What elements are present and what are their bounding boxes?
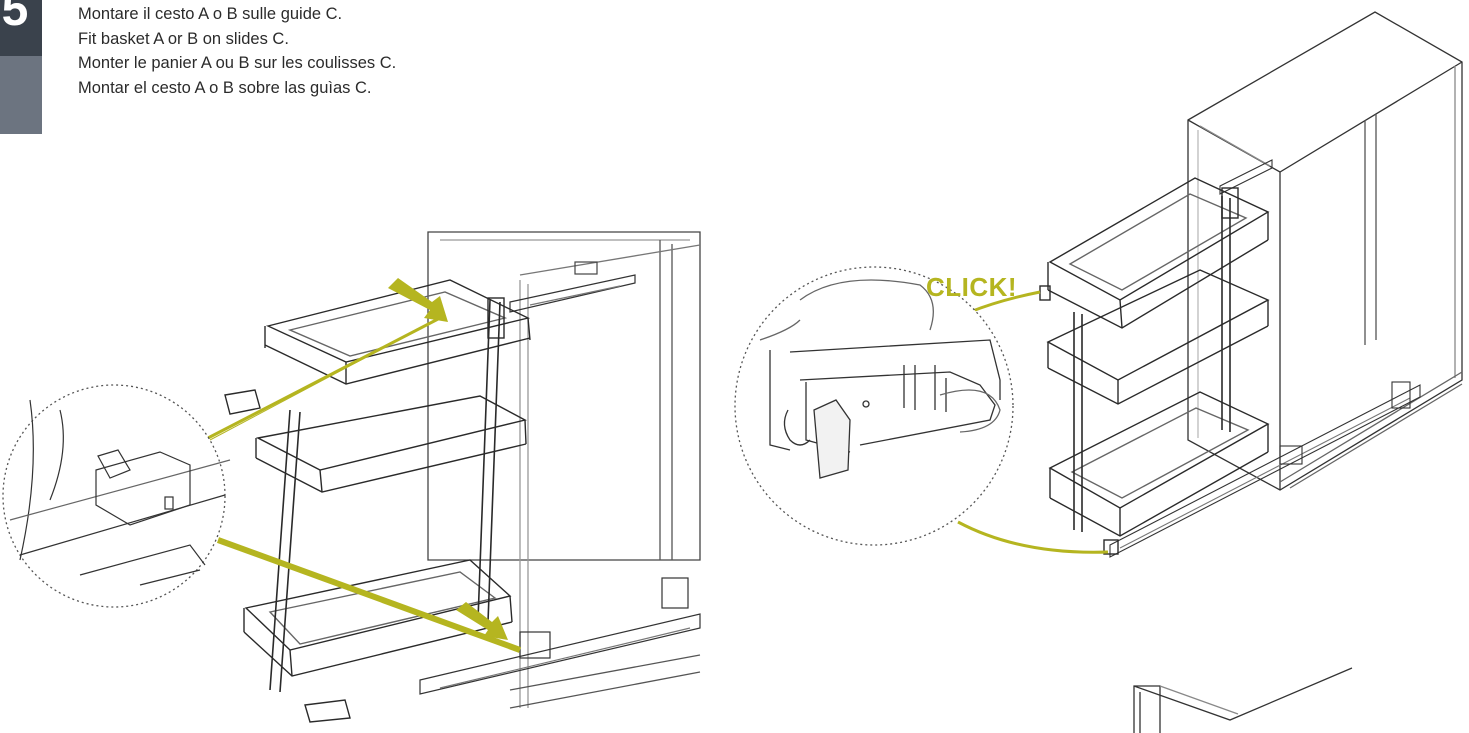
right-basket (1039, 177, 1270, 555)
step-number: 5 (1, 0, 29, 36)
left-arrows (388, 278, 508, 640)
click-callout-label: CLICK! (926, 272, 1018, 302)
right-zoom-connectors (957, 290, 1109, 554)
step-badge-top (0, 0, 42, 56)
instruction-italian: Montare il cesto A o B sulle guide C. (78, 5, 343, 23)
right-cabinet (1187, 11, 1463, 491)
left-cabinet (427, 231, 701, 709)
right-detail-circle (734, 266, 1014, 546)
left-basket (224, 279, 531, 723)
instruction-english: Fit basket A or B on slides C. (78, 29, 289, 48)
left-zoom-connectors (207, 316, 522, 653)
next-step-partial-drawing (1133, 667, 1353, 733)
left-upper-slide (509, 261, 636, 313)
right-lower-slide (1109, 381, 1421, 558)
left-detail-circle (2, 384, 231, 608)
instruction-text-block: Montare il cesto A o B sulle guide C. Fi… (78, 2, 396, 100)
instruction-spanish: Montar el cesto A o B sobre las guìas C. (78, 78, 372, 97)
right-upper-slide (1219, 159, 1273, 195)
instruction-french: Monter le panier A ou B sur les coulisse… (78, 54, 397, 72)
left-lower-slide (419, 577, 701, 695)
step-badge: 5 (0, 0, 42, 134)
